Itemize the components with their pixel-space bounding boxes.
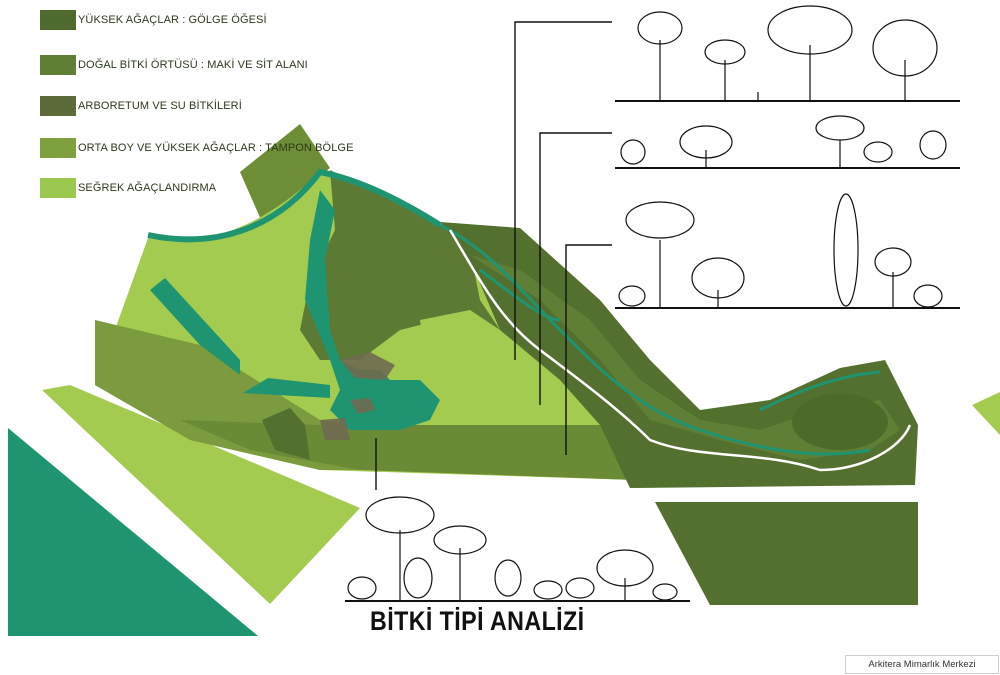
east-pond: [792, 394, 888, 450]
north-parcel: [240, 124, 330, 222]
legend-item-arboretum: ARBORETUM VE SU BİTKİLERİ: [40, 96, 242, 116]
legend-item-natural-vegetation: DOĞAL BİTKİ ÖRTÜSÜ : MAKİ VE SİT ALANI: [40, 55, 308, 75]
lake-inlet: [243, 378, 330, 398]
light-green-edge: [972, 392, 1000, 435]
legend-item-shade-trees: YÜKSEK AĞAÇLAR : GÖLGE ÖĞESİ: [40, 10, 267, 30]
credit-label: Arkitera Mimarlık Merkezi: [845, 655, 999, 674]
clearing: [420, 310, 600, 420]
legend-item-sparse-planting: SEĞREK AĞAÇLANDIRMA: [40, 178, 216, 198]
legend-swatch: [40, 55, 76, 75]
east-stream-2: [479, 268, 881, 412]
legend-swatch: [40, 138, 76, 158]
dark-green-block: [655, 502, 918, 605]
legend-label: YÜKSEK AĞAÇLAR : GÖLGE ÖĞESİ: [78, 14, 267, 26]
tree-strip-3: [615, 193, 960, 309]
arboretum-patches: [320, 352, 395, 440]
legend-swatch: [40, 178, 76, 198]
page-title: BİTKİ TİPİ ANALİZİ: [370, 606, 585, 636]
walking-path: [448, 229, 912, 472]
teal-wedge: [8, 428, 258, 636]
east-stream: [439, 223, 871, 456]
leader-lines: [375, 21, 612, 490]
legend-label: ARBORETUM VE SU BİTKİLERİ: [78, 100, 242, 112]
tree-strip-2: [615, 115, 960, 169]
north-stream: [147, 168, 442, 243]
legend-label: SEĞREK AĞAÇLANDIRMA: [78, 182, 217, 194]
legend-label: ORTA BOY VE YÜKSEK AĞAÇLAR : TAMPON BÖLG…: [78, 142, 354, 154]
legend-swatch: [40, 96, 76, 116]
south-islet: [262, 408, 310, 460]
legend-item-buffer-zone: ORTA BOY VE YÜKSEK AĞAÇLAR : TAMPON BÖLG…: [40, 138, 354, 158]
west-pond: [150, 278, 240, 375]
lake: [305, 190, 440, 430]
tree-strip-1: [615, 5, 960, 102]
legend-swatch: [40, 10, 76, 30]
light-green-strip: [42, 385, 360, 604]
tree-strip-bottom: [345, 496, 690, 602]
legend-label: DOĞAL BİTKİ ÖRTÜSÜ : MAKİ VE SİT ALANI: [78, 59, 308, 71]
